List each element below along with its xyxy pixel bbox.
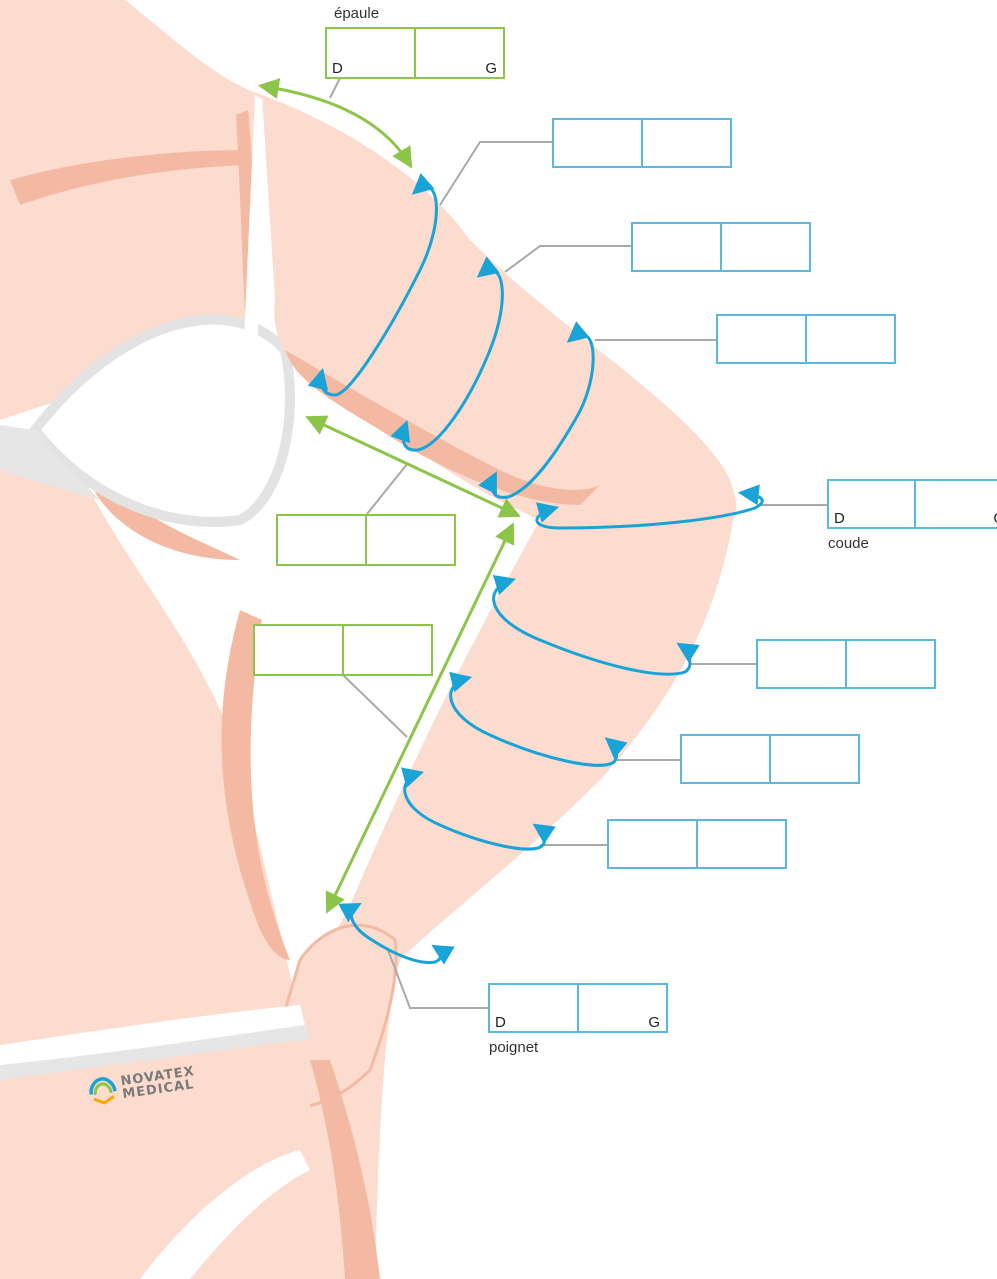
leader-upper-arm-2 (505, 246, 632, 272)
forearm-3-left-cell[interactable] (698, 821, 785, 867)
upper-arm-3-left-cell[interactable] (807, 316, 894, 362)
upper-arm-2-left-cell[interactable] (722, 224, 809, 270)
elbow-measure-box[interactable]: D G (827, 479, 997, 529)
right-side-marker: D (834, 511, 845, 526)
leader-shoulder (330, 78, 340, 98)
forearm-3-right-cell[interactable] (609, 821, 698, 867)
leader-upper-arm-1 (440, 142, 553, 205)
forearm-circ-box-1[interactable] (756, 639, 936, 689)
upper-arm-circ-box-2[interactable] (631, 222, 811, 272)
forearm-circ-box-3[interactable] (607, 819, 787, 869)
upper-arm-length-left-cell[interactable] (367, 516, 454, 564)
upper-arm-1-left-cell[interactable] (643, 120, 730, 166)
forearm-2-left-cell[interactable] (771, 736, 858, 782)
wrist-right-cell[interactable]: D (490, 985, 579, 1031)
forearm-1-left-cell[interactable] (847, 641, 934, 687)
upper-arm-length-right-cell[interactable] (278, 516, 367, 564)
forearm-length-left-cell[interactable] (344, 626, 431, 674)
left-side-marker: G (485, 61, 497, 76)
shoulder-right-cell[interactable]: D (327, 29, 416, 77)
forearm-length-box[interactable] (253, 624, 433, 676)
elbow-label: coude (828, 536, 869, 551)
right-side-marker: D (332, 61, 343, 76)
novatex-logo-icon (86, 1074, 120, 1108)
upper-arm-length-box[interactable] (276, 514, 456, 566)
wrist-measure-box[interactable]: D G (488, 983, 668, 1033)
upper-arm-circ-box-1[interactable] (552, 118, 732, 168)
right-side-marker: D (495, 1015, 506, 1030)
forearm-2-right-cell[interactable] (682, 736, 771, 782)
leader-arm-length (367, 463, 408, 514)
upper-arm-2-right-cell[interactable] (633, 224, 722, 270)
forearm-1-right-cell[interactable] (758, 641, 847, 687)
elbow-right-cell[interactable]: D (829, 481, 916, 527)
wrist-left-cell[interactable]: G (579, 985, 666, 1031)
shoulder-left-cell[interactable]: G (416, 29, 503, 77)
leader-forearm-length (343, 675, 407, 737)
elbow-left-cell[interactable]: G (916, 481, 997, 527)
forearm-circ-box-2[interactable] (680, 734, 860, 784)
upper-arm-circ-box-3[interactable] (716, 314, 896, 364)
wrist-label: poignet (489, 1040, 538, 1055)
upper-arm-3-right-cell[interactable] (718, 316, 807, 362)
forearm-length-right-cell[interactable] (255, 626, 344, 674)
upper-arm-1-right-cell[interactable] (554, 120, 643, 166)
shoulder-label: épaule (334, 6, 379, 21)
left-side-marker: G (648, 1015, 660, 1030)
shoulder-measure-box[interactable]: D G (325, 27, 505, 79)
left-side-marker: G (993, 511, 997, 526)
